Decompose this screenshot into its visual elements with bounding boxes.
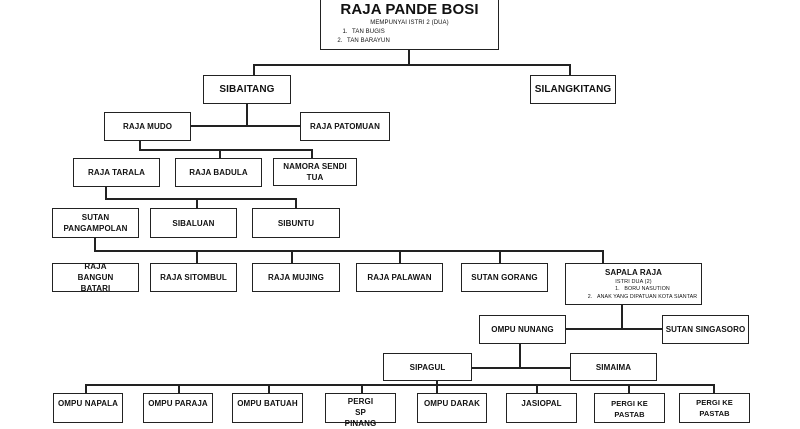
connector [499, 250, 501, 263]
node-sibaluan: SIBALUAN [150, 208, 237, 238]
connector [436, 380, 438, 385]
node-jasiopal: JASIOPAL [506, 393, 577, 423]
connector [628, 384, 630, 393]
node-ompu-napala: OMPU NAPALA [53, 393, 123, 423]
connector [139, 149, 312, 151]
node-raja-sitombul: RAJA SITOMBUL [150, 263, 237, 292]
node-root: RAJA PANDE BOSI MEMPUNYAI ISTRI 2 (DUA) … [320, 0, 499, 50]
node-sibuntu: SIBUNTU [252, 208, 340, 238]
node-ompu-paraja: OMPU PARAJA [143, 393, 213, 423]
connector [196, 198, 198, 208]
node-raja-patomuan: RAJA PATOMUAN [300, 112, 390, 141]
connector [565, 328, 662, 330]
wife-item: 2.TAN BARAYUN [337, 38, 390, 44]
root-name: RAJA PANDE BOSI [340, 1, 479, 18]
connector [519, 343, 521, 368]
connector [408, 50, 410, 66]
connector [471, 367, 570, 369]
connector [295, 198, 297, 208]
node-namora-sendi-tua: NAMORA SENDI TUA [273, 158, 357, 186]
node-raja-tarala: RAJA TARALA [73, 158, 160, 187]
connector [85, 384, 714, 386]
connector [178, 384, 180, 393]
connector [621, 305, 623, 329]
node-sutan-pangampolan: SUTAN PANGAMPOLAN [52, 208, 139, 238]
node-ompu-darak: OMPU DARAK [417, 393, 487, 423]
connector [436, 384, 438, 393]
connector [94, 250, 603, 252]
connector [190, 125, 300, 127]
node-simaima: SIMAIMA [570, 353, 657, 381]
node-sutan-gorang: SUTAN GORANG [461, 263, 548, 292]
connector [85, 384, 87, 393]
connector [105, 198, 296, 200]
sapala-subtitle: ISTRI DUA (2) [615, 279, 652, 285]
connector [253, 64, 255, 75]
node-sutan-singasoro: SUTAN SINGASORO [662, 315, 749, 344]
connector [219, 149, 221, 158]
connector [196, 250, 198, 263]
sapala-wives-list: 1.BORU NASUTION 2.ANAK YANG DIPATUAN KOT… [583, 286, 697, 301]
node-raja-mudo: RAJA MUDO [104, 112, 191, 141]
connector [536, 384, 538, 393]
node-raja-palawan: RAJA PALAWAN [356, 263, 443, 292]
connector [399, 250, 401, 263]
connector [361, 384, 363, 393]
root-wives-list: 1.TAN BUGIS 2.TAN BARAYUN [333, 28, 390, 46]
connector [291, 250, 293, 263]
node-raja-mujing: RAJA MUJING [252, 263, 340, 292]
connector [602, 250, 604, 263]
sapala-name: SAPALA RAJA [604, 268, 663, 277]
connector [713, 384, 715, 393]
node-sibaitang: SIBAITANG [203, 75, 291, 104]
node-ompu-batuah: OMPU BATUAH [232, 393, 303, 423]
connector [139, 140, 141, 150]
wife-item: 2.ANAK YANG DIPATUAN KOTA SIANTAR [587, 293, 698, 300]
connector [94, 237, 96, 251]
connector [268, 384, 270, 393]
node-raja-bangun-batari: RAJA BANGUN BATARI [52, 262, 139, 293]
connector [253, 64, 571, 66]
node-sapala-raja: SAPALA RAJA ISTRI DUA (2) 1.BORU NASUTIO… [565, 263, 702, 305]
node-pergi-ke-pastab-2: PERGI KE PASTAB [679, 393, 750, 423]
node-raja-badula: RAJA BADULA [175, 158, 262, 187]
connector [246, 103, 248, 126]
connector [105, 186, 107, 199]
wife-item: 1.TAN BUGIS [342, 29, 385, 35]
connector [569, 64, 571, 75]
wife-item: 1.BORU NASUTION [615, 286, 670, 292]
node-silangkitang: SILANGKITANG [530, 75, 616, 104]
node-sipagul: SIPAGUL [383, 353, 472, 381]
node-ompu-nunang: OMPU NUNANG [479, 315, 566, 344]
node-pergi-ke-pastab-1: PERGI KE PASTAB [594, 393, 665, 423]
connector [311, 149, 313, 158]
root-subtitle: MEMPUNYAI ISTRI 2 (DUA) [370, 20, 449, 26]
node-pergi-sp-pinang: PERGI SP PINANG [325, 393, 396, 428]
